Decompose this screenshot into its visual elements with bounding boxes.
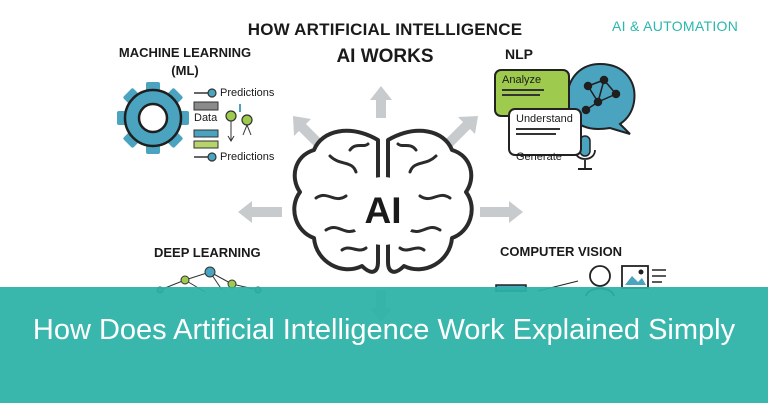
analyze-label: Analyze — [502, 74, 542, 86]
ai-label: AI — [364, 190, 402, 231]
nlp-heading: NLP — [505, 46, 533, 62]
ml-heading: MACHINE LEARNING (ML) — [110, 44, 260, 80]
deep-learning-heading: DEEP LEARNING — [154, 245, 261, 260]
gear-icon — [117, 82, 189, 154]
ml-heading-line-2: (ML) — [171, 63, 199, 78]
ai-badge — [349, 177, 417, 245]
understand-bubble: Understand — [508, 108, 582, 156]
banner-title: How Does Artificial Intelligence Work Ex… — [32, 314, 736, 346]
ml-label-predictions-top: Predictions — [220, 87, 275, 99]
computer-vision-heading: COMPUTER VISION — [500, 244, 623, 259]
arrow-up — [370, 86, 392, 118]
arrow-right — [480, 201, 523, 223]
image-icon — [621, 265, 666, 289]
ml-label-predictions-bottom: Predictions — [220, 151, 275, 163]
understand-label: Understand — [516, 113, 573, 125]
ml-heading-line-1: MACHINE LEARNING — [118, 45, 252, 60]
ml-label-data: Data — [194, 112, 218, 124]
brand-label: AI & AUTOMATION — [612, 18, 739, 34]
ml-data-graphic — [193, 88, 253, 162]
network-bubble-icon — [565, 62, 636, 135]
title-line-1: HOW ARTIFICIAL INTELLIGENCE — [247, 20, 523, 39]
generate-label: Generate — [516, 151, 562, 163]
understand-text-lines — [516, 128, 574, 135]
analyze-text-lines — [502, 89, 562, 96]
arrow-upper-right — [445, 116, 478, 147]
title-line-2: AI WORKS — [336, 46, 434, 67]
brain-icon — [292, 128, 474, 274]
brain-folds — [314, 142, 452, 252]
diagram-title: HOW ARTIFICIAL INTELLIGENCE AI WORKS — [230, 16, 540, 70]
title-banner — [0, 287, 768, 403]
arrow-left — [238, 201, 282, 223]
arrow-upper-left — [293, 116, 324, 149]
